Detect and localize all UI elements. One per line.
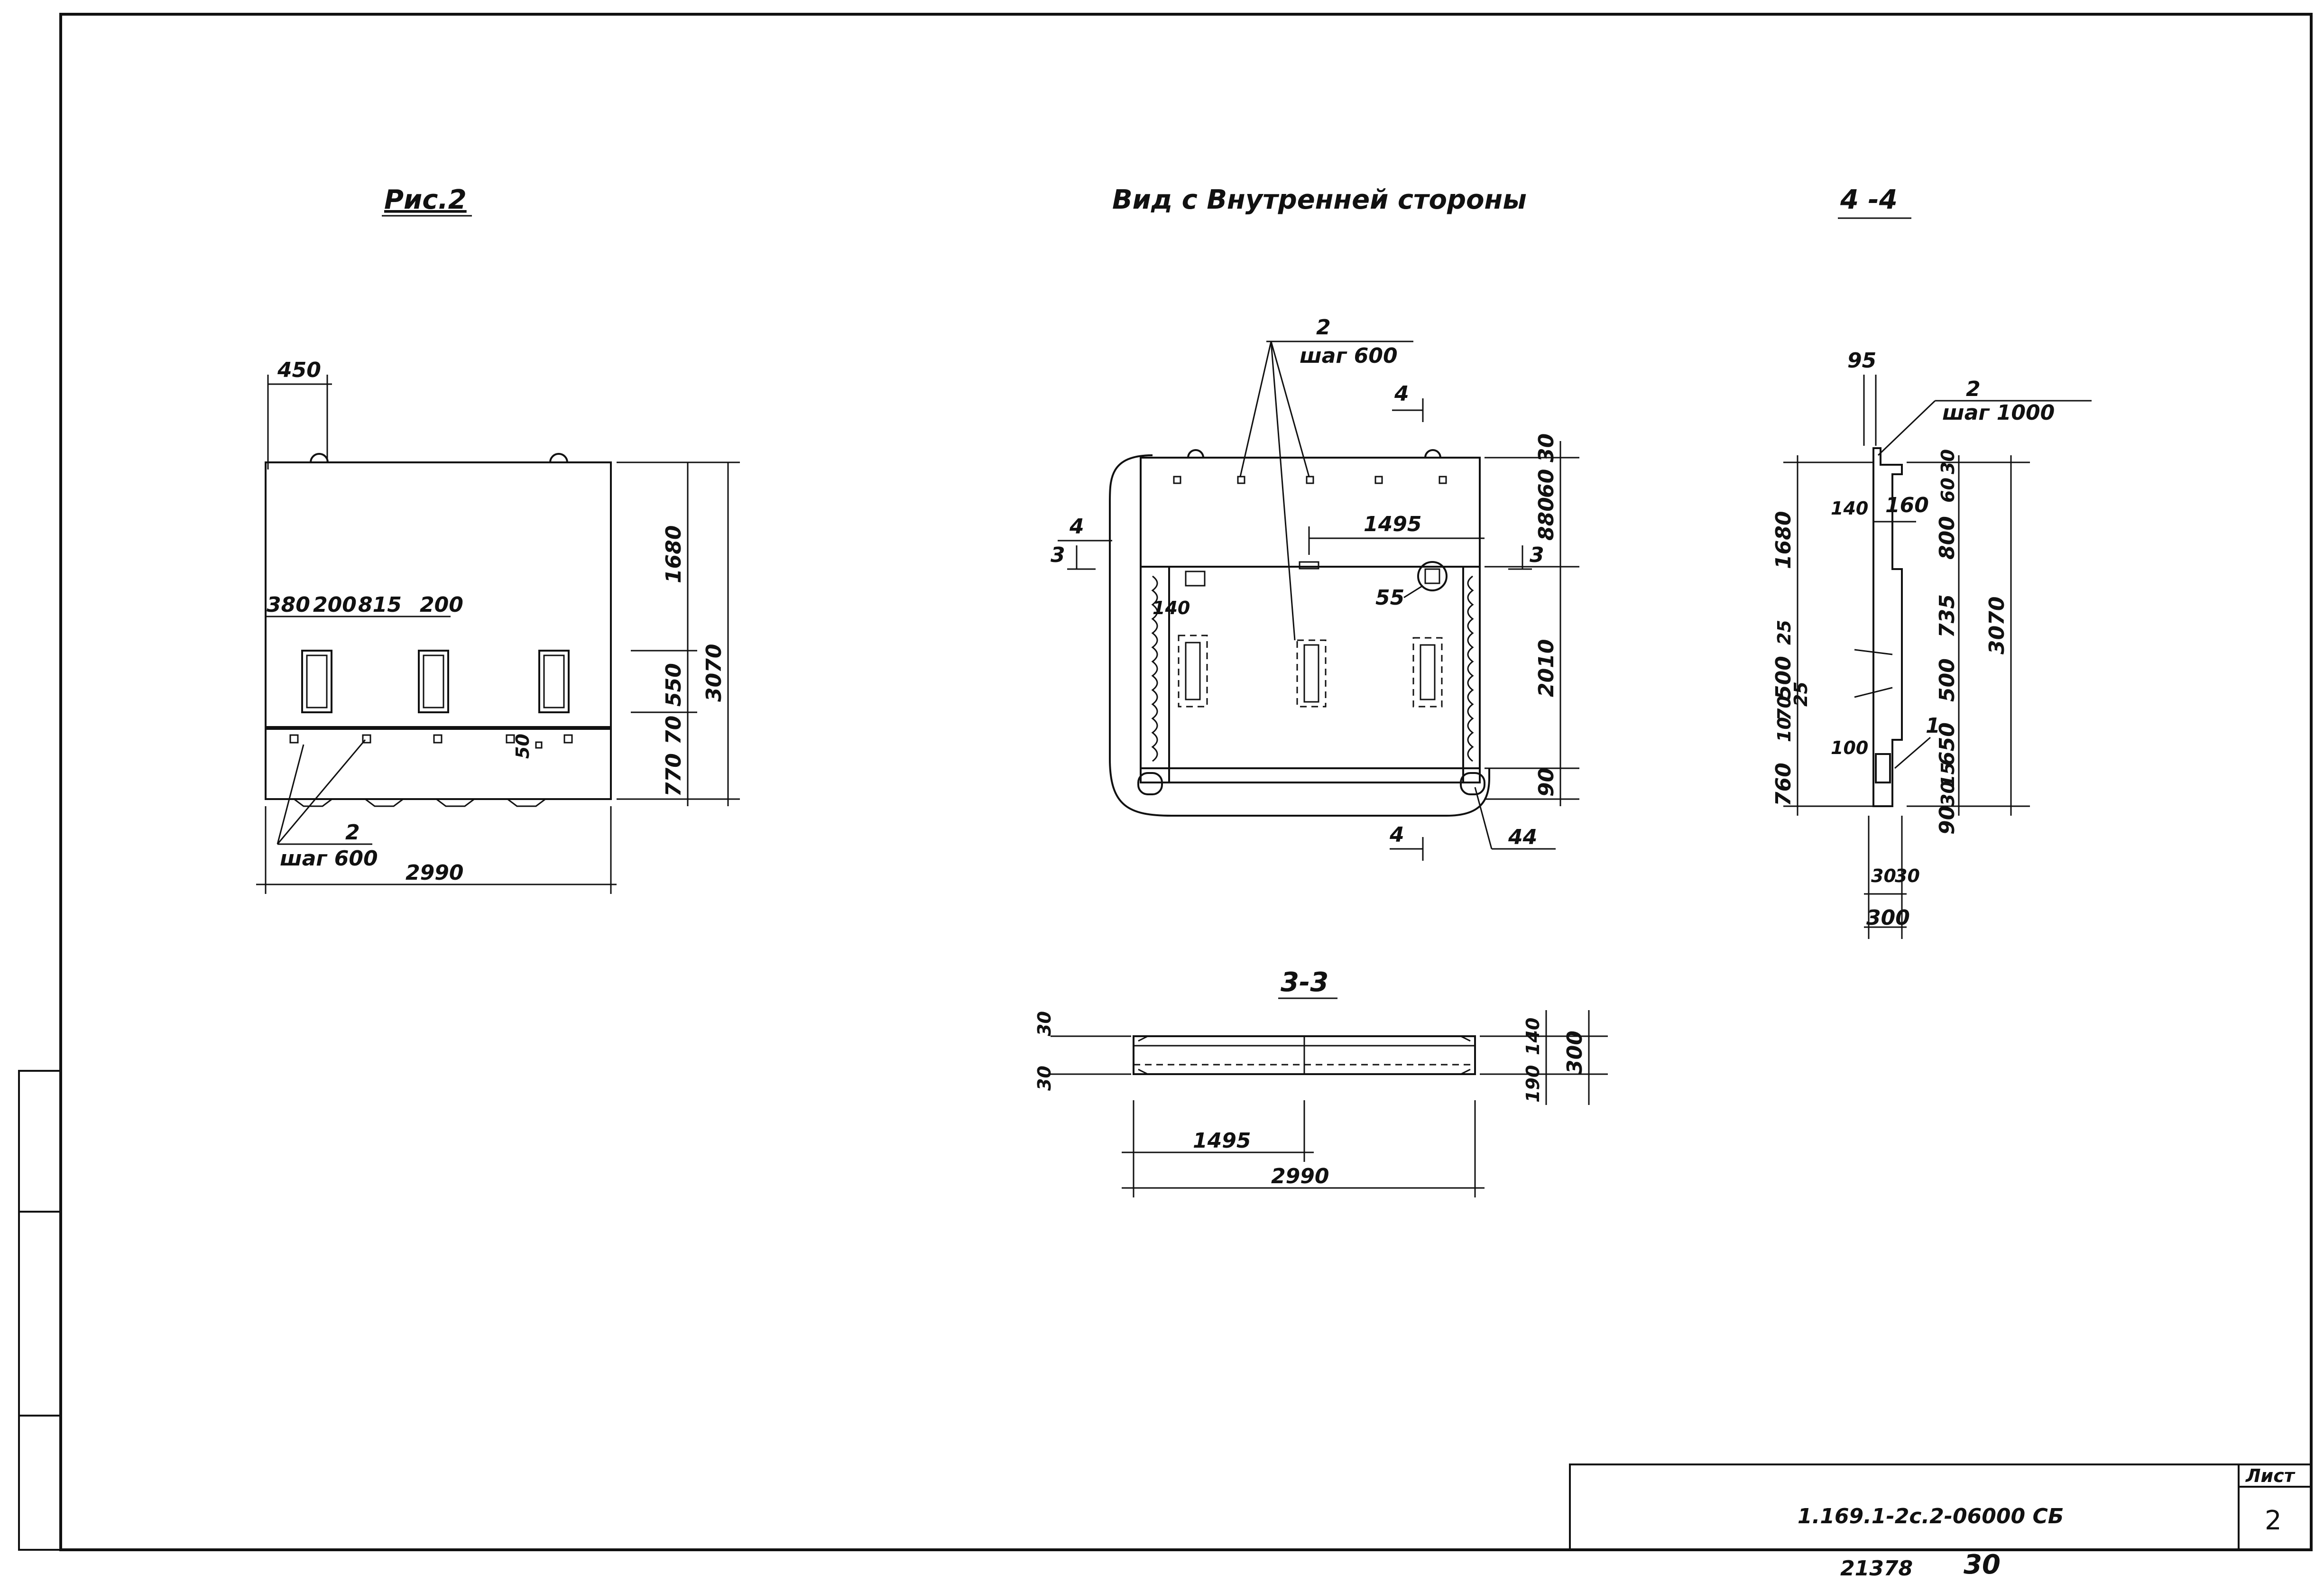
figure-2: Рис.2 450 380 200 — [256, 184, 740, 894]
dim-60: 60 — [1534, 469, 1559, 498]
dim-3070: 3070 — [1985, 597, 2009, 654]
dim-2990: 2990 — [1271, 1164, 1329, 1188]
dim-140: 140 — [1831, 498, 1868, 519]
dim-opening: 380 — [267, 593, 310, 617]
drawing-code: 1.169.1-2с.2-06000 СБ — [1798, 1504, 2064, 1528]
dim-55: 55 — [1375, 586, 1404, 610]
dim-30: 30 — [1895, 865, 1920, 886]
lifting-loop — [549, 453, 568, 463]
label-4: 4 — [1069, 515, 1084, 539]
dim-10: 10 — [1774, 717, 1795, 742]
dim-3070: 3070 — [702, 644, 726, 702]
dim-1680: 1680 — [662, 525, 686, 583]
dim-160: 160 — [1885, 493, 1929, 517]
dim-735: 735 — [1935, 594, 1959, 638]
dim-opening: 200 — [313, 593, 357, 617]
sheet-label: Лист — [2245, 1465, 2296, 1486]
dim-30: 30 — [1937, 781, 1958, 806]
dim-880: 880 — [1534, 497, 1559, 541]
callout-step: шаг 600 — [280, 847, 378, 871]
dim-70: 70 — [662, 716, 686, 745]
dim-70: 70 — [1774, 696, 1795, 721]
dim-25: 25 — [1790, 681, 1811, 707]
callout-step: шаг 1000 — [1942, 401, 2055, 425]
dim-90: 90 — [1534, 768, 1559, 797]
dim-800: 800 — [1935, 516, 1959, 560]
dim-1680: 1680 — [1771, 511, 1796, 569]
dim-opening: 815 — [358, 593, 402, 617]
section-outline — [1872, 447, 1903, 807]
dim-190: 190 — [1522, 1065, 1543, 1103]
dim-44: 44 — [1508, 825, 1537, 849]
archive-number: 21378 — [1840, 1556, 1913, 1581]
lifting-loop — [310, 453, 329, 463]
section-title: 3-3 — [1281, 967, 1328, 998]
dim-30: 30 — [1871, 865, 1896, 886]
dim-opening: 200 — [420, 593, 463, 617]
dim-25: 25 — [1774, 620, 1795, 645]
dim-550: 550 — [662, 663, 686, 707]
callout-num: 2 — [1316, 315, 1331, 340]
archive-sheet: 30 — [1964, 1549, 2001, 1580]
section-3-3: 3-3 30 30 140 190 300 1495 2990 — [1034, 967, 1608, 1197]
sheet-number: 2 — [2265, 1505, 2282, 1536]
panel-outline — [265, 461, 612, 800]
dim-140: 140 — [1153, 598, 1190, 618]
section-title: 4 -4 — [1840, 184, 1898, 215]
dim-1495: 1495 — [1193, 1129, 1251, 1153]
binding-strip — [18, 1070, 62, 1551]
opening — [418, 650, 449, 713]
title-block: 1.169.1-2с.2-06000 СБ Лист 2 21378 30 — [1569, 1463, 2312, 1581]
dim-2010: 2010 — [1534, 639, 1559, 697]
section-mark-4: 4 — [1394, 382, 1409, 406]
dim-500: 500 — [1771, 656, 1796, 699]
sheet-frame — [59, 13, 2313, 1551]
inner-view: Вид с Внутренней стороны — [1051, 184, 1579, 861]
dim-30: 30 — [1534, 433, 1559, 462]
panel-outline — [1140, 457, 1481, 783]
dim-30: 30 — [1937, 449, 1958, 474]
dim-300: 300 — [1866, 906, 1910, 930]
dim-500: 500 — [1935, 658, 1959, 702]
callout-num: 2 — [1966, 377, 1981, 401]
dim-770: 770 — [662, 753, 686, 797]
dim-300: 300 — [1563, 1031, 1587, 1074]
dim-30: 30 — [1034, 1011, 1055, 1036]
opening — [538, 650, 570, 713]
dim-15: 15 — [1937, 762, 1958, 787]
section-mark-3: 3 — [1530, 543, 1544, 567]
dim-760: 760 — [1771, 763, 1796, 806]
dim-30: 30 — [1034, 1066, 1055, 1091]
dim-60: 60 — [1937, 478, 1958, 503]
section-4-4: 4 -4 2 шаг 1000 95 140 160 100 1 30 60 8… — [1771, 184, 2092, 939]
label-1: 1 — [1926, 714, 1940, 738]
dim-50: 50 — [512, 734, 533, 759]
dim-2990: 2990 — [406, 861, 463, 885]
dim-140: 140 — [1522, 1018, 1543, 1055]
dim-top-450: 450 — [277, 358, 321, 382]
dim-100: 100 — [1831, 737, 1868, 758]
section-mark-3: 3 — [1051, 543, 1065, 567]
dim-1495: 1495 — [1364, 512, 1421, 536]
view-title: Вид с Внутренней стороны — [1112, 184, 1527, 215]
callout-num: 2 — [345, 820, 360, 845]
section-mark-4: 4 — [1389, 823, 1404, 847]
callout-step: шаг 600 — [1300, 344, 1398, 368]
opening — [301, 650, 332, 713]
dim-90: 90 — [1935, 806, 1959, 835]
dim-95: 95 — [1847, 349, 1876, 373]
figure-label: Рис.2 — [384, 184, 467, 215]
dim-650: 650 — [1935, 722, 1959, 766]
